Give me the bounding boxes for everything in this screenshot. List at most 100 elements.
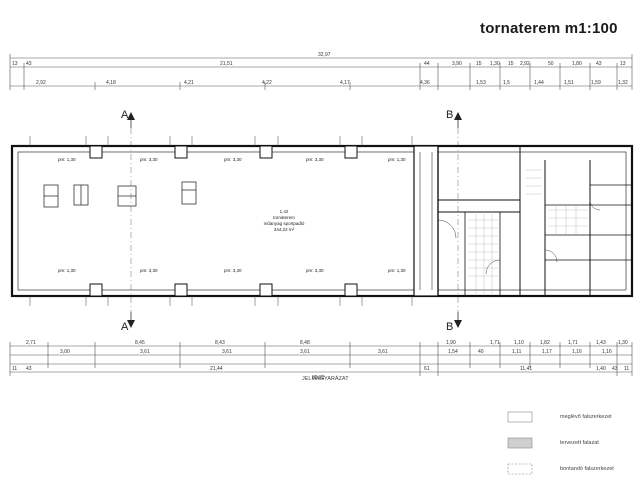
parapet-label: pm: 1,30 xyxy=(58,268,76,273)
dim-label: 1,54 xyxy=(448,349,458,355)
service-rooms xyxy=(437,145,633,297)
dim-label: 13 xyxy=(620,61,626,67)
dim-label: 8,48 xyxy=(300,340,310,346)
hall-room-name: tornaterem xyxy=(273,215,295,220)
dim-label: 11 xyxy=(624,366,629,372)
dim-label: 4,22 xyxy=(262,80,272,86)
dim-label: 1,80 xyxy=(572,61,582,67)
parapet-label: pm: 3,30 xyxy=(224,268,242,273)
dim-label: 43 xyxy=(596,61,602,67)
tiled-floor-hatch xyxy=(468,169,588,294)
dim-label: 11,41 xyxy=(520,366,532,372)
parapet-label: pm: 3,30 xyxy=(306,268,324,273)
dim-label: 3,90 xyxy=(452,61,462,67)
dim-label: 43 xyxy=(26,61,32,67)
legend-label-planned: tervezett falazat xyxy=(560,440,599,446)
dim-label: 13 xyxy=(12,61,18,67)
hall-room-number: 1.42 xyxy=(280,209,289,214)
hall-room-floor: műanyag sportpadló xyxy=(264,221,305,226)
dim-label: 43 xyxy=(26,366,32,372)
overall-dimension-top: 32,97 xyxy=(318,52,331,58)
dim-label: 21,44 xyxy=(210,366,223,372)
overall-dimension-bottom: 32,82 xyxy=(312,375,325,381)
dim-label: 1,30 xyxy=(618,340,628,346)
parapet-label: pm: 3,30 xyxy=(140,268,158,273)
dim-label: 1,16 xyxy=(572,349,582,355)
parapet-labels: pm: 1,30 pm: 3,30 pm: 3,30 pm: 3,30 pm: … xyxy=(58,157,406,273)
dim-label: 2,71 xyxy=(26,340,36,346)
dim-label: 1,71 xyxy=(568,340,578,346)
legend-swatches xyxy=(507,411,533,475)
drawing-title: tornaterem m1:100 xyxy=(480,20,618,37)
dim-label: 4,17 xyxy=(340,80,350,86)
dim-label: 61 xyxy=(424,366,430,372)
parapet-label: pm: 3,30 xyxy=(224,157,242,162)
window-marks xyxy=(29,136,413,306)
legend-swatch-demolish xyxy=(507,463,533,475)
dim-label: 40 xyxy=(478,349,484,355)
dim-label: 1,51 xyxy=(564,80,574,86)
legend-title: JELMAGYARÁZAT xyxy=(302,376,349,382)
dim-label: 1,30 xyxy=(490,61,500,67)
bottom-dim-row2: 3,00 3,61 3,61 3,61 3,61 1,54 40 1,11 1,… xyxy=(60,349,612,355)
dim-label: 4,18 xyxy=(106,80,116,86)
parapet-label: pm: 1,30 xyxy=(388,157,406,162)
dim-label: 1,11 xyxy=(512,349,522,355)
dim-label: 1,82 xyxy=(540,340,550,346)
dim-label: 4,21 xyxy=(184,80,194,86)
dim-label: 1,43 xyxy=(596,340,606,346)
legend-swatch-planned xyxy=(507,437,533,449)
dim-label: 3,61 xyxy=(378,349,388,355)
dim-label: 1,59 xyxy=(591,80,601,86)
parapet-label: pm: 1,30 xyxy=(58,157,76,162)
dim-label: 4,36 xyxy=(420,80,430,86)
dim-label: 1,44 xyxy=(534,80,544,86)
section-a-bottom-label: A xyxy=(121,321,129,333)
section-b-top-label: B xyxy=(446,109,453,121)
section-b-bottom-label: B xyxy=(446,321,453,333)
dim-label: 1,16 xyxy=(602,349,612,355)
bottom-dim-row1: 2,71 8,45 8,43 8,48 1,90 1,71 1,10 1,82 … xyxy=(26,340,628,346)
legend-label-demolish: bontandó falszerkezet xyxy=(560,466,614,472)
dim-label: 44 xyxy=(424,61,430,67)
dim-label: 43 xyxy=(612,366,618,372)
hall-room-area: 344,22 m² xyxy=(274,227,295,232)
dim-label: 15 xyxy=(476,61,482,67)
wall-pillars xyxy=(89,145,358,297)
dim-label: 21,51 xyxy=(220,61,233,67)
section-a-top-label: A xyxy=(121,109,129,121)
exterior-walls xyxy=(10,144,634,298)
dim-label: 3,61 xyxy=(140,349,150,355)
dim-label: 8,43 xyxy=(215,340,225,346)
parapet-label: pm: 3,30 xyxy=(306,157,324,162)
dim-label: 15 xyxy=(508,61,514,67)
dim-label: 1,10 xyxy=(514,340,524,346)
partition-wall xyxy=(413,145,439,297)
bottom-dimension-chain xyxy=(9,342,633,376)
top-dim-row1: 13 43 21,51 44 3,90 15 1,30 15 2,92 50 1… xyxy=(12,61,626,67)
dim-label: 1,5 xyxy=(503,80,510,86)
dim-label: 2,92 xyxy=(36,80,46,86)
dim-label: 1,17 xyxy=(542,349,552,355)
dim-label: 11 xyxy=(12,366,17,372)
dim-label: 8,45 xyxy=(135,340,145,346)
dim-label: 1,32 xyxy=(618,80,628,86)
bottom-dim-row3: 11 43 21,44 61 11,41 1,40 43 11 xyxy=(12,366,629,372)
top-dimension-chain xyxy=(9,54,633,90)
door-swings xyxy=(437,199,601,275)
dim-label: 1,40 xyxy=(596,366,606,372)
parapet-label: pm: 1,30 xyxy=(388,268,406,273)
dim-label: 3,61 xyxy=(300,349,310,355)
legend-swatch-existing xyxy=(507,411,533,423)
dim-label: 3,61 xyxy=(222,349,232,355)
parapet-label: pm: 3,30 xyxy=(140,157,158,162)
top-dim-row2: 2,92 4,18 4,21 4,22 4,17 4,36 1,53 1,5 1… xyxy=(36,80,628,86)
legend-label-existing: meglévő falszerkezet xyxy=(560,414,612,420)
dim-label: 1,71 xyxy=(490,340,500,346)
dim-label: 1,53 xyxy=(476,80,486,86)
dim-label: 2,92 xyxy=(520,61,530,67)
dim-label: 3,00 xyxy=(60,349,70,355)
section-markers: A B A B xyxy=(121,109,462,333)
gym-equipment-icons xyxy=(43,181,197,208)
